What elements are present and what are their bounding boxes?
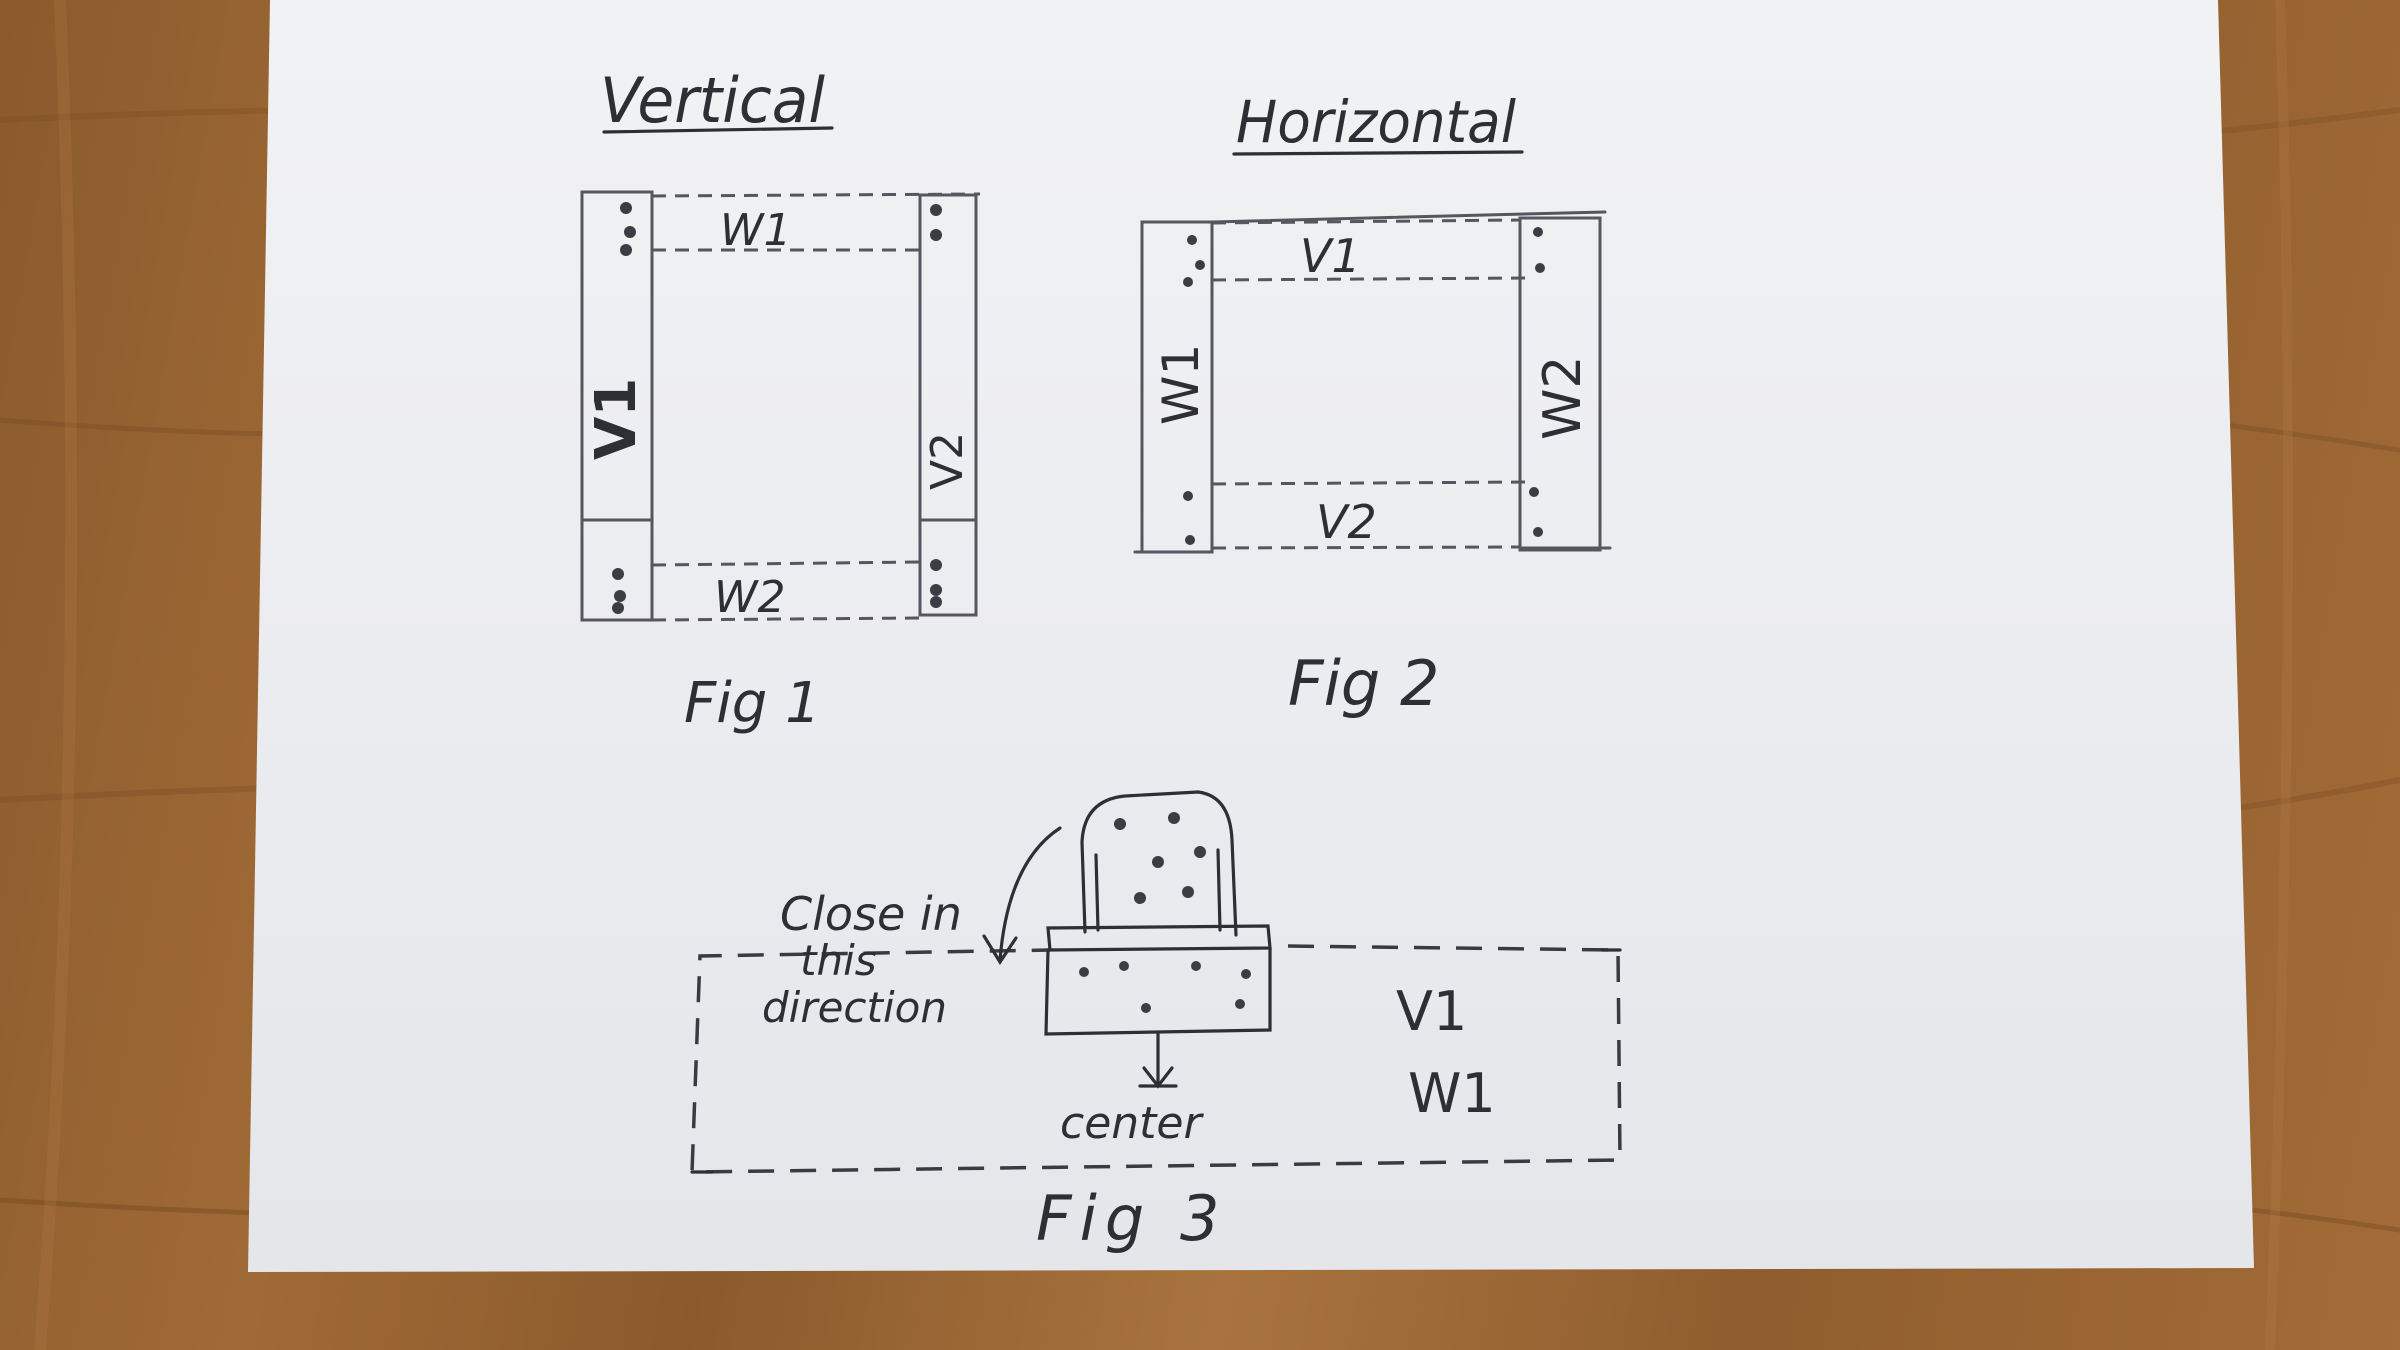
fig1-top-rail-label: W1 [720, 205, 792, 256]
hinge-leaf-upright [1080, 790, 1238, 937]
fig1-frame [580, 190, 981, 622]
close-direction-arrow [998, 826, 1062, 962]
heading-vertical-underline [602, 126, 834, 134]
hinge-base-plate [1044, 946, 1272, 1036]
fig1-top-rail-edge [651, 192, 981, 198]
hinge-knuckle [1046, 924, 1272, 952]
fig3-panel-label-w1: W1 [1408, 1062, 1496, 1125]
fig1-left-post-label: V1 [584, 378, 649, 460]
fig2-right-post [1518, 216, 1602, 552]
fig1-bottom-rail-edge [651, 560, 921, 567]
fig2-bottom-rail-edge [1211, 480, 1526, 486]
fig2-caption: Fig 2 [1288, 647, 1439, 720]
heading-horizontal: Horizontal [1236, 88, 1516, 156]
fig2-top-rail-label: V1 [1300, 229, 1361, 283]
fig2-bottom-rail-label: V2 [1316, 495, 1377, 549]
fig3-caption: Fig 3 [1036, 1182, 1227, 1255]
fig3-panel-label-v1: V1 [1396, 980, 1467, 1043]
fig2-right-post-label: W2 [1533, 356, 1593, 441]
fig3-panel-outline [690, 944, 1622, 1174]
fig2-top-rail-edge [1211, 276, 1526, 282]
fig1-bottom-rail-label: W2 [714, 572, 786, 623]
fig1-caption: Fig 1 [684, 671, 821, 736]
fig1-right-post [918, 193, 978, 617]
heading-horizontal-underline [1232, 150, 1524, 156]
fig3-center-label: center [1060, 1098, 1204, 1149]
fig2-frame [1133, 210, 1612, 554]
fig3-note-line3: direction [762, 983, 947, 1032]
fig3-note-line2: this [800, 936, 877, 985]
fig1-left-post [580, 190, 654, 622]
heading-vertical: Vertical [600, 64, 825, 137]
fig2-left-post-label: W1 [1152, 344, 1210, 425]
fig1-right-post-label: V2 [922, 432, 973, 490]
hinge-bracket [1044, 790, 1272, 1036]
fig3-note-line1: Close in [780, 887, 962, 941]
